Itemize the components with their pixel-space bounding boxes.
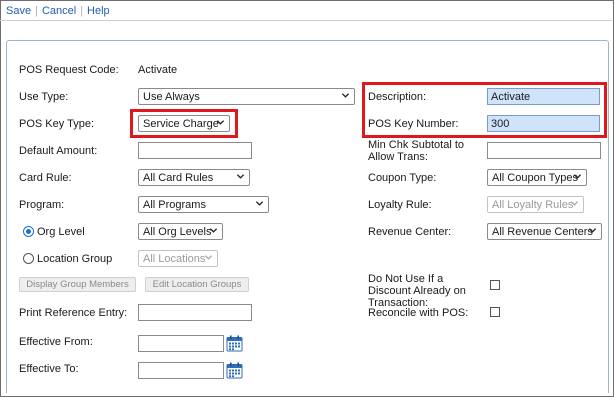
cancel-link[interactable]: Cancel bbox=[41, 5, 77, 17]
pos-request-code-value: Activate bbox=[138, 64, 178, 76]
use-type-select[interactable]: Use Always bbox=[138, 88, 355, 105]
coupon-type-select[interactable]: All Coupon Types bbox=[487, 169, 587, 186]
program-select[interactable]: All Programs bbox=[138, 196, 269, 213]
reconcile-with-pos-checkbox[interactable] bbox=[490, 307, 500, 317]
location-group-label: Location Group bbox=[37, 253, 113, 265]
effective-from-input[interactable] bbox=[138, 335, 224, 352]
chevron-down-icon bbox=[573, 174, 582, 179]
org-level-select[interactable]: All Org Levels bbox=[138, 223, 223, 240]
chevron-down-icon bbox=[570, 201, 579, 206]
chevron-down-icon bbox=[341, 93, 350, 98]
coupon-type-label: Coupon Type: bbox=[368, 172, 437, 184]
effective-from-label: Effective From: bbox=[19, 336, 93, 348]
pos-key-number-label: POS Key Number: bbox=[368, 118, 459, 130]
chevron-down-icon bbox=[209, 228, 218, 233]
effective-to-label: Effective To: bbox=[19, 363, 79, 375]
toolbar-separator: | bbox=[35, 5, 38, 17]
card-rule-label: Card Rule: bbox=[19, 172, 72, 184]
revenue-center-label: Revenue Center: bbox=[368, 226, 452, 238]
org-level-value: All Org Levels bbox=[143, 226, 212, 238]
org-level-radio[interactable] bbox=[23, 226, 34, 237]
pos-key-type-select[interactable]: Service Charge bbox=[138, 115, 230, 132]
chevron-down-icon bbox=[255, 201, 264, 206]
card-rule-value: All Card Rules bbox=[143, 172, 214, 184]
location-group-value: All Locations bbox=[143, 253, 206, 265]
chevron-down-icon bbox=[216, 120, 225, 125]
print-reference-entry-input[interactable] bbox=[138, 304, 252, 321]
toolbar: Save|Cancel|Help bbox=[6, 5, 110, 17]
edit-location-groups-button: Edit Location Groups bbox=[145, 277, 249, 292]
reconcile-with-pos-label: Reconcile with POS: bbox=[368, 307, 469, 319]
loyalty-rule-value: All Loyalty Rules bbox=[492, 199, 574, 211]
pos-key-number-input[interactable]: 300 bbox=[487, 115, 600, 132]
do-not-use-discount-checkbox[interactable] bbox=[490, 280, 500, 290]
description-input[interactable]: Activate bbox=[487, 88, 600, 105]
min-chk-subtotal-input[interactable] bbox=[487, 142, 601, 159]
form-panel bbox=[6, 40, 609, 393]
coupon-type-value: All Coupon Types bbox=[492, 172, 579, 184]
help-link[interactable]: Help bbox=[87, 5, 110, 17]
pos-key-type-label: POS Key Type: bbox=[19, 118, 95, 130]
description-label: Description: bbox=[368, 91, 427, 103]
loyalty-rule-label: Loyalty Rule: bbox=[368, 199, 432, 211]
pos-key-type-value: Service Charge bbox=[143, 118, 219, 130]
calendar-icon[interactable] bbox=[226, 362, 243, 379]
save-link[interactable]: Save bbox=[6, 5, 32, 17]
location-group-select: All Locations bbox=[138, 250, 218, 267]
chevron-down-icon bbox=[588, 228, 597, 233]
calendar-icon[interactable] bbox=[226, 335, 243, 352]
chevron-down-icon bbox=[236, 174, 245, 179]
chevron-down-icon bbox=[204, 255, 213, 260]
default-amount-input[interactable] bbox=[138, 142, 252, 159]
location-group-radio[interactable] bbox=[23, 253, 34, 264]
display-group-members-button: Display Group Members bbox=[19, 277, 136, 292]
org-level-label: Org Level bbox=[37, 226, 85, 238]
print-reference-entry-label: Print Reference Entry: bbox=[19, 307, 128, 319]
program-label: Program: bbox=[19, 199, 65, 211]
effective-to-input[interactable] bbox=[138, 362, 224, 379]
toolbar-separator: | bbox=[80, 5, 84, 17]
use-type-label: Use Type: bbox=[19, 91, 69, 103]
loyalty-rule-select: All Loyalty Rules bbox=[487, 196, 584, 213]
min-chk-subtotal-label: Min Chk Subtotal to Allow Trans: bbox=[368, 139, 464, 163]
toolbar-divider bbox=[0, 20, 612, 21]
revenue-center-value: All Revenue Centers bbox=[492, 226, 593, 238]
revenue-center-select[interactable]: All Revenue Centers bbox=[487, 223, 602, 240]
do-not-use-discount-label: Do Not Use If a Discount Already on Tran… bbox=[368, 273, 466, 309]
card-rule-select[interactable]: All Card Rules bbox=[138, 169, 250, 186]
pos-request-code-label: POS Request Code: bbox=[19, 64, 119, 76]
program-value: All Programs bbox=[143, 199, 206, 211]
default-amount-label: Default Amount: bbox=[19, 145, 98, 157]
use-type-value: Use Always bbox=[143, 91, 200, 103]
